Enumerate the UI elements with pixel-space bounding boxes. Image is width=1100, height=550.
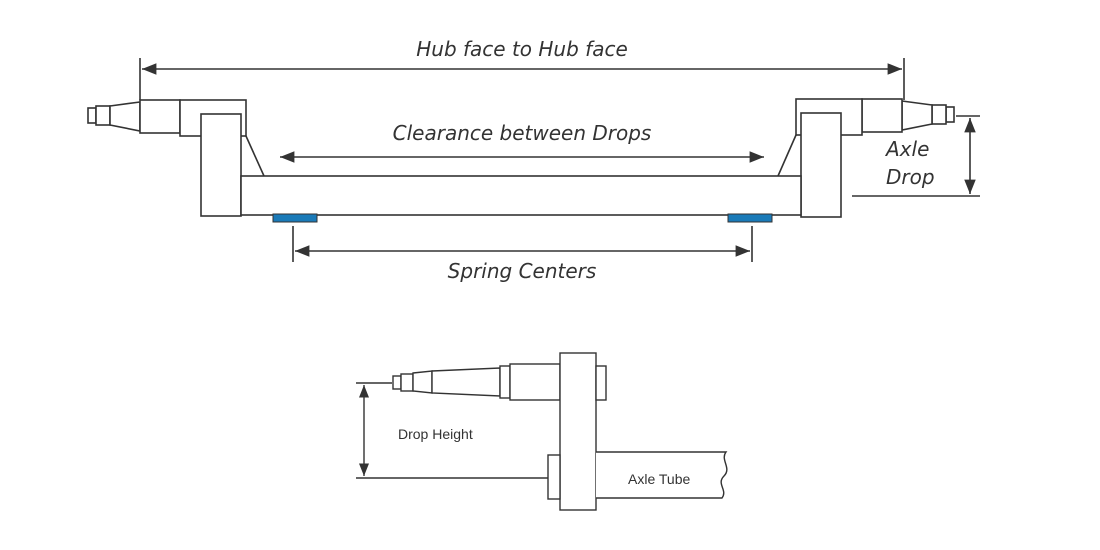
hub-face-label: Hub face to Hub face	[416, 37, 628, 61]
hub-face-dimension	[139, 58, 905, 100]
side-drop-plate	[559, 352, 597, 511]
left-drop-plate	[200, 113, 242, 217]
clearance-label: Clearance between Drops	[393, 121, 652, 145]
axle-tube-top	[240, 175, 802, 216]
right-spring-pad	[727, 213, 773, 223]
spring-centers-label: Spring Centers	[448, 259, 597, 283]
side-axle-tube	[596, 451, 728, 499]
side-view-drawing	[392, 352, 728, 511]
drop-height-label: Drop Height	[398, 426, 473, 442]
axle-drop-label-line1: Axle	[884, 137, 929, 161]
axle-tube-label: Axle Tube	[628, 471, 690, 487]
axle-drop-dimension	[852, 115, 980, 197]
right-drop-plate	[800, 112, 842, 218]
left-gusset	[245, 135, 265, 177]
left-spring-pad	[272, 213, 318, 223]
right-spindle	[861, 98, 955, 133]
right-gusset	[777, 134, 797, 177]
axle-drop-label-line2: Drop	[886, 165, 935, 189]
drop-height-dimension	[356, 382, 548, 479]
top-axle-drawing	[87, 98, 955, 223]
spring-centers-dimension	[292, 226, 753, 262]
left-spindle	[87, 99, 181, 134]
